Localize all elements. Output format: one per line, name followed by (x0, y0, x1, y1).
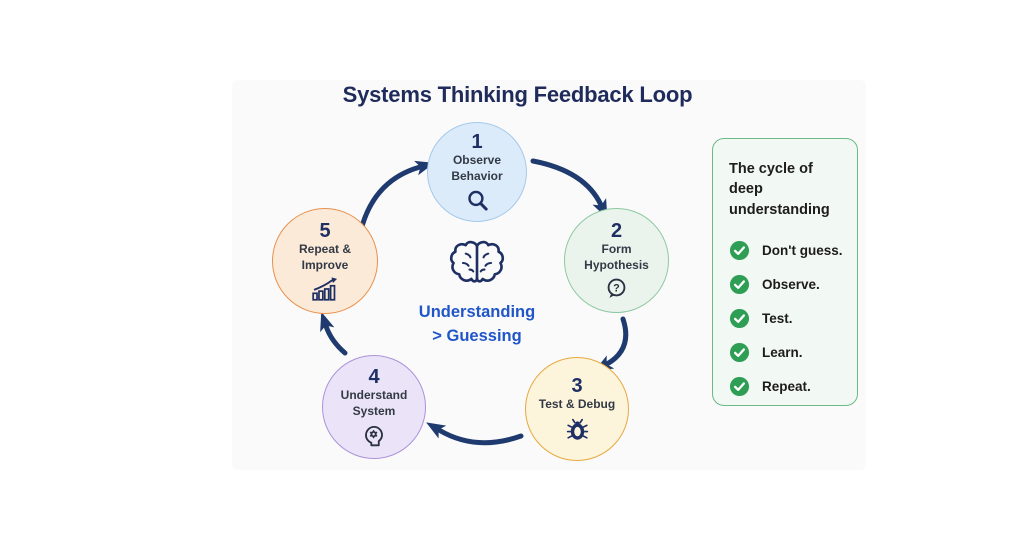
node-number: 2 (610, 219, 623, 242)
check-icon (729, 308, 750, 329)
node-repeat-improve: 5 Repeat &Improve (272, 208, 378, 314)
growth-chart-icon (311, 276, 339, 302)
list-item-label: Observe. (762, 276, 820, 292)
bug-icon (564, 416, 591, 443)
svg-text:?: ? (613, 283, 620, 295)
center-motto: Understanding > Guessing (387, 301, 567, 349)
summary-panel: The cycle of deep understanding Don't gu… (712, 138, 858, 406)
node-number: 1 (471, 131, 483, 154)
node-label: Test & Debug (538, 397, 616, 412)
list-item: Learn. (729, 342, 843, 363)
list-item-label: Repeat. (762, 378, 811, 394)
head-gear-icon (361, 422, 387, 448)
list-item-label: Learn. (762, 344, 803, 360)
magnifier-icon (465, 188, 490, 213)
node-number: 4 (368, 365, 380, 388)
list-item: Observe. (729, 274, 843, 295)
list-item-label: Don't guess. (762, 242, 843, 258)
node-number: 5 (319, 219, 331, 242)
list-item: Don't guess. (729, 240, 843, 261)
list-item-label: Test. (762, 310, 793, 326)
list-item: Repeat. (729, 376, 843, 397)
check-icon (729, 342, 750, 363)
node-test-debug: 3 Test & Debug (525, 357, 629, 461)
check-icon (729, 274, 750, 295)
node-label: Repeat &Improve (298, 241, 351, 272)
panel-title: The cycle of deep understanding (729, 161, 830, 218)
question-bubble-icon: ? (604, 276, 629, 301)
motto-line2: > Guessing (432, 326, 522, 345)
check-icon (729, 376, 750, 397)
node-number: 3 (571, 375, 583, 398)
diagram-title: Systems Thinking Feedback Loop (342, 82, 693, 107)
list-item: Test. (729, 308, 843, 329)
brain-icon (447, 237, 507, 289)
check-icon (729, 240, 750, 261)
motto-line1: Understanding (418, 303, 536, 321)
